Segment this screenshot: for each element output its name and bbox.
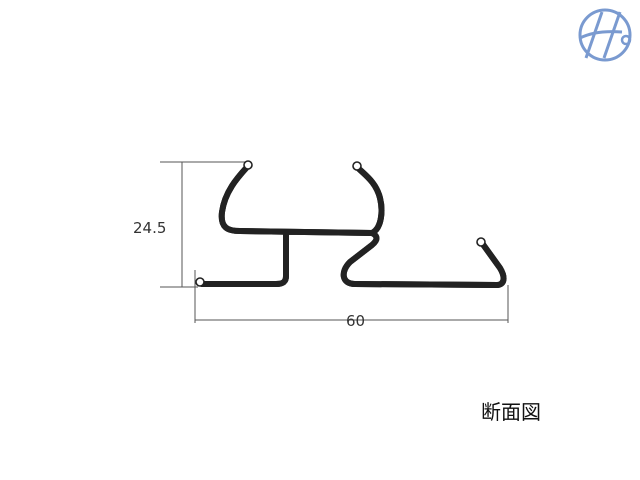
dimension-lines bbox=[160, 161, 509, 323]
aluminum-profile bbox=[195, 160, 504, 288]
cross-section-caption: 断面図 bbox=[481, 400, 541, 424]
logo bbox=[578, 8, 632, 62]
height-dimension-label: 24.5 bbox=[133, 219, 167, 237]
width-dimension-label: 60 bbox=[346, 312, 366, 330]
